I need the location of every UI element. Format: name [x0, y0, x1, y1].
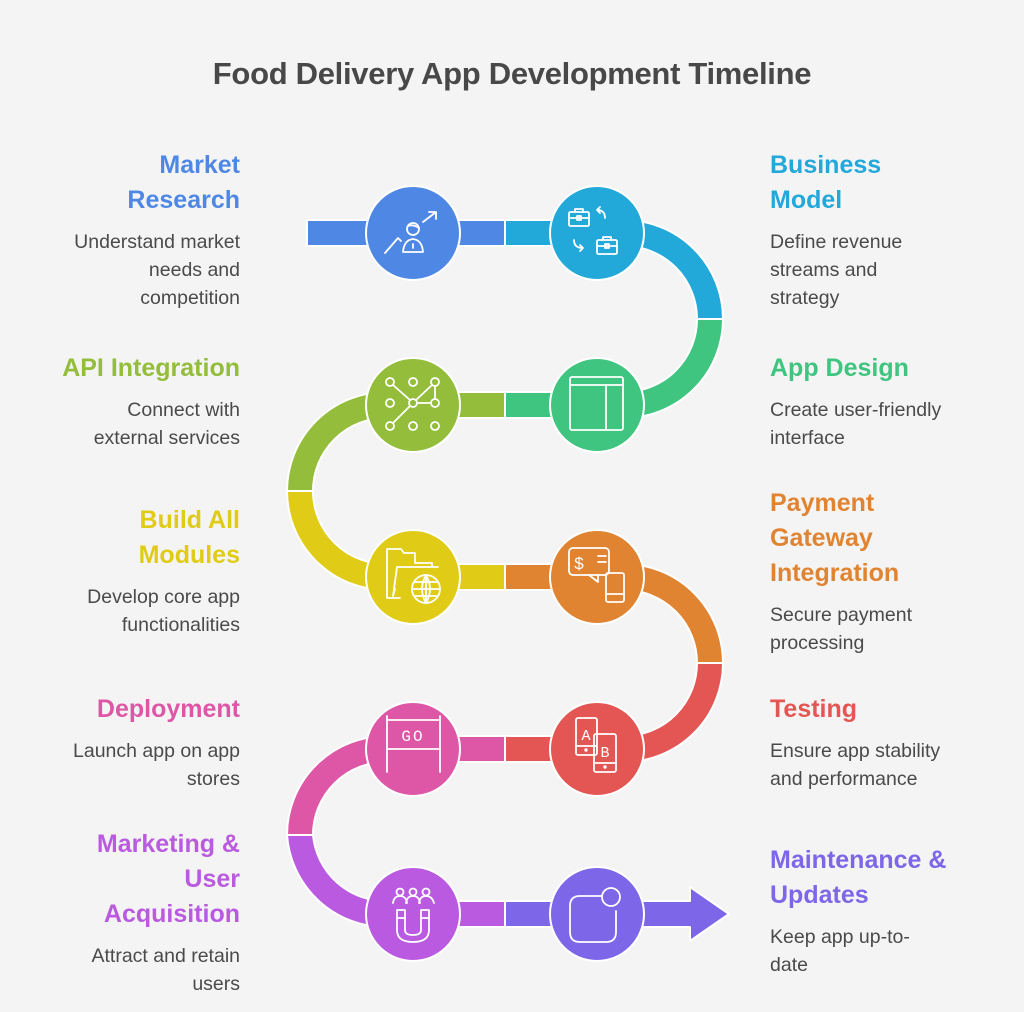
step-title: App Design — [770, 354, 909, 382]
network-nodes-icon — [385, 377, 440, 431]
page-title: Food Delivery App Development Timeline — [212, 56, 812, 91]
ab-test-a-text: A — [581, 728, 590, 745]
step-title: API Integration — [62, 354, 240, 382]
step-circle-market-research — [365, 185, 461, 281]
magnet-users-icon — [392, 887, 435, 943]
step-circle-build-modules — [365, 529, 461, 625]
step-label-maintenance: Maintenance &Updates Keep app up-to-date — [770, 843, 1010, 979]
app-notification-icon — [569, 887, 621, 943]
step-description: Keep app up-to-date — [770, 926, 910, 976]
step-circle-app-design — [549, 357, 645, 453]
market-growth-icon — [384, 211, 437, 254]
step-title: Testing — [770, 695, 858, 723]
step-circle-marketing — [365, 866, 461, 962]
go-sign-icon — [386, 715, 441, 773]
step-title: Maintenance &Updates — [770, 846, 947, 909]
step-title: Deployment — [96, 695, 240, 723]
go-sign-text: GO — [401, 728, 424, 746]
layout-icon — [569, 376, 624, 431]
ab-test-phones-icon — [575, 717, 617, 773]
payment-chat-phone-icon — [568, 547, 625, 603]
briefcase-exchange-icon — [568, 206, 618, 255]
step-circle-api-integration — [365, 357, 461, 453]
ab-test-b-text: B — [600, 745, 609, 762]
step-circle-business-model — [549, 185, 645, 281]
step-circle-maintenance — [549, 866, 645, 962]
folder-globe-icon — [386, 548, 441, 604]
step-circle-payment — [549, 529, 645, 625]
payment-dollar-text: $ — [574, 554, 584, 573]
